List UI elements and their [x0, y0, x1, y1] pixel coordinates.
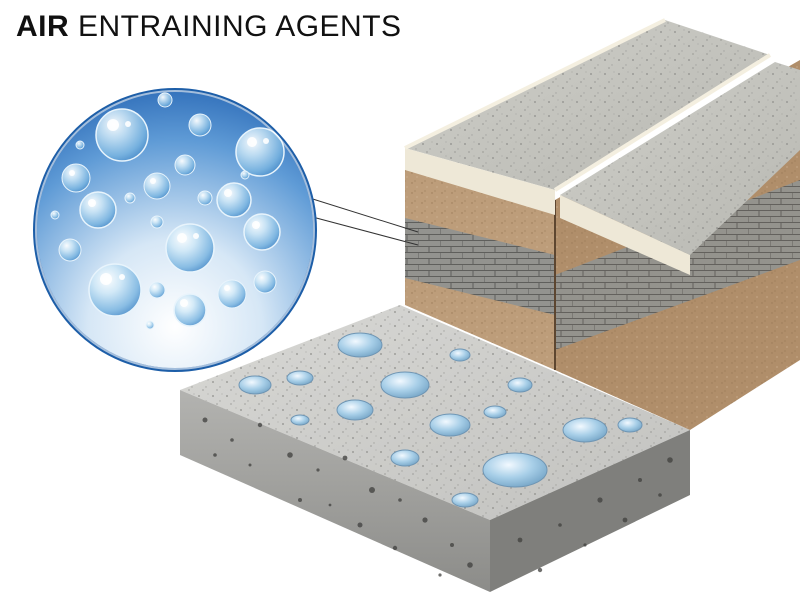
air-bubble-icon — [507, 377, 533, 393]
air-bubble-icon — [482, 452, 548, 488]
air-bubble-icon — [188, 113, 212, 137]
air-bubble-icon — [286, 370, 314, 386]
air-bubble-icon — [240, 170, 250, 180]
air-bubble-icon — [483, 405, 507, 419]
air-bubble-icon — [61, 163, 91, 193]
air-bubble-icon — [337, 332, 383, 358]
air-bubble-icon — [95, 108, 149, 162]
air-bubble-icon — [174, 154, 196, 176]
air-bubble-icon — [290, 414, 310, 426]
air-bubble-icon — [124, 192, 136, 204]
air-bubble-icon — [58, 238, 82, 262]
magnified-bubbles — [50, 92, 285, 330]
air-bubble-icon — [145, 320, 155, 330]
callout-lines — [299, 194, 419, 246]
air-bubble-icon — [197, 190, 213, 206]
slab-air-pores — [238, 332, 643, 508]
air-bubble-icon — [148, 281, 166, 299]
air-bubble-icon — [390, 449, 420, 467]
air-bubble-icon — [451, 492, 479, 508]
air-bubble-icon — [216, 182, 252, 218]
title-rest: ENTRAINING AGENTS — [69, 10, 402, 43]
air-bubble-icon — [449, 348, 471, 362]
air-bubble-icon — [79, 191, 117, 229]
air-bubble-icon — [143, 172, 171, 200]
air-bubble-icon — [243, 213, 281, 251]
air-bubble-icon — [238, 375, 272, 395]
air-bubble-icon — [75, 140, 85, 150]
air-bubble-icon — [217, 279, 247, 309]
air-bubble-icon — [50, 210, 60, 220]
air-bubble-icon — [88, 263, 142, 317]
slab-right-face — [490, 430, 690, 592]
title-bold-word: AIR — [16, 10, 70, 43]
diagram-title: AIR ENTRAINING AGENTS — [16, 10, 402, 44]
air-bubble-icon — [336, 399, 374, 421]
air-bubble-icon — [173, 293, 207, 327]
wall-brick-band-front — [405, 218, 555, 315]
air-bubble-icon — [562, 417, 608, 443]
slab-left-face — [180, 390, 490, 592]
air-bubble-magnifier-icon — [33, 88, 317, 372]
air-bubble-icon — [253, 270, 277, 294]
layered-wall — [404, 18, 800, 430]
air-bubble-icon — [165, 223, 215, 273]
air-bubble-icon — [617, 417, 643, 433]
air-bubble-icon — [150, 215, 164, 229]
concrete-slab — [180, 305, 690, 592]
air-bubble-icon — [429, 413, 471, 437]
air-bubble-icon — [157, 92, 173, 108]
air-bubble-icon — [380, 371, 430, 399]
